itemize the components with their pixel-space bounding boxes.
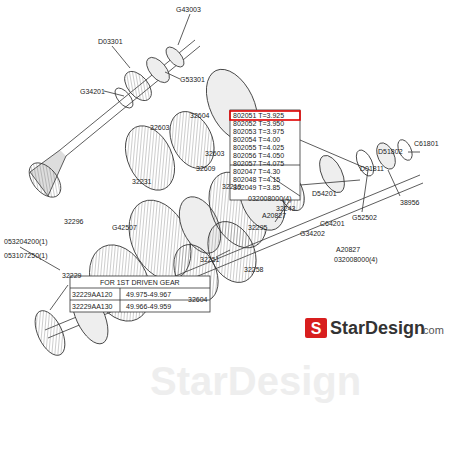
shim-size: 802047 T=4.30: [233, 168, 280, 176]
watermark: StarDesign: [330, 318, 425, 338]
callout-number: D01811: [360, 165, 384, 173]
shim-size: 802053 T=3.975: [233, 128, 284, 136]
shim-size: 802048 T=4.15: [233, 176, 280, 184]
callout-number: G52502: [352, 214, 377, 222]
table-cell: 32229AA120: [72, 291, 112, 299]
callout-number: D51802: [378, 148, 403, 156]
callout-number: 32604: [190, 112, 209, 120]
callout-number: 053204200(1): [4, 238, 48, 246]
table-cell: 49.966-49.959: [126, 303, 171, 311]
shim-size: 802057 T=4.075: [233, 160, 284, 168]
callout-number: G53301: [180, 76, 205, 84]
callout-number: G42507: [112, 224, 137, 232]
callout-number: 32231: [132, 178, 151, 186]
table-cell: 49.975-49.967: [126, 291, 171, 299]
callout-number: 32295: [248, 224, 267, 232]
callout-number: D54201: [312, 190, 337, 198]
callout-number: A20827: [336, 246, 360, 254]
callout-number: 32243: [276, 205, 295, 213]
callout-number: C61801: [414, 140, 439, 148]
callout-number: 053107250(1): [4, 252, 48, 260]
shim-size: 802051 T=3.925: [233, 112, 284, 120]
callout-number: 32229: [62, 272, 81, 280]
table-cell: FOR 1ST DRIVEN GEAR: [100, 279, 180, 287]
shim-size: 802049 T=3.85: [233, 184, 280, 192]
callout-number: G43003: [176, 6, 201, 14]
callout-number: 32296: [64, 218, 83, 226]
callout-number: A20827: [262, 212, 286, 220]
callout-number: 32258: [244, 266, 263, 274]
shim-size: 802052 T=3.950: [233, 120, 284, 128]
callout-number: D03301: [98, 38, 123, 46]
callout-number: 38956: [400, 199, 419, 207]
callout-number: 32604: [188, 296, 207, 304]
watermark: .com: [420, 324, 444, 337]
callout-number: G34201: [80, 88, 105, 96]
callout-number: C64201: [320, 220, 345, 228]
callout-number: 032008000(4): [334, 256, 378, 264]
callout-number: 32603: [205, 150, 224, 158]
callout-number: G34202: [300, 230, 325, 238]
watermark: StarDesign: [150, 360, 361, 402]
shim-size: 802054 T=4.00: [233, 136, 280, 144]
callout-number: 32609: [196, 165, 215, 173]
callout-number: 32603: [150, 124, 169, 132]
callout-number: 032008000(4): [248, 195, 292, 203]
svg-text:S: S: [311, 320, 322, 337]
shim-size: 802055 T=4.025: [233, 144, 284, 152]
table-cell: 32229AA130: [72, 303, 112, 311]
shim-size: 802056 T=4.050: [233, 152, 284, 160]
callout-number: 32251: [200, 256, 219, 264]
